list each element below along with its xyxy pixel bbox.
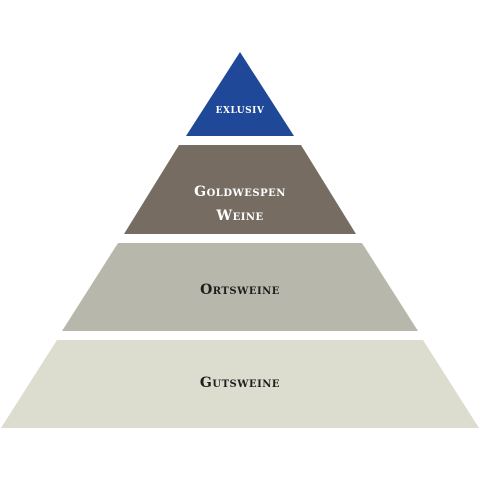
tier-ortsweine [62, 243, 418, 331]
tier-goldwespen-label-line1: Goldwespen [194, 184, 286, 200]
tier-exlusiv-label: exlusiv [215, 102, 265, 117]
tier-goldwespen-label: Goldwespen Weine [0, 180, 480, 228]
tier-ortsweine-label: Ortsweine [200, 282, 280, 298]
tier-gutsweine-label: Gutsweine [199, 375, 281, 391]
tier-exlusiv [186, 52, 294, 136]
tier-gutsweine [1, 340, 479, 428]
tier-goldwespen [124, 145, 356, 234]
tier-goldwespen-label-line2: Weine [216, 208, 264, 224]
